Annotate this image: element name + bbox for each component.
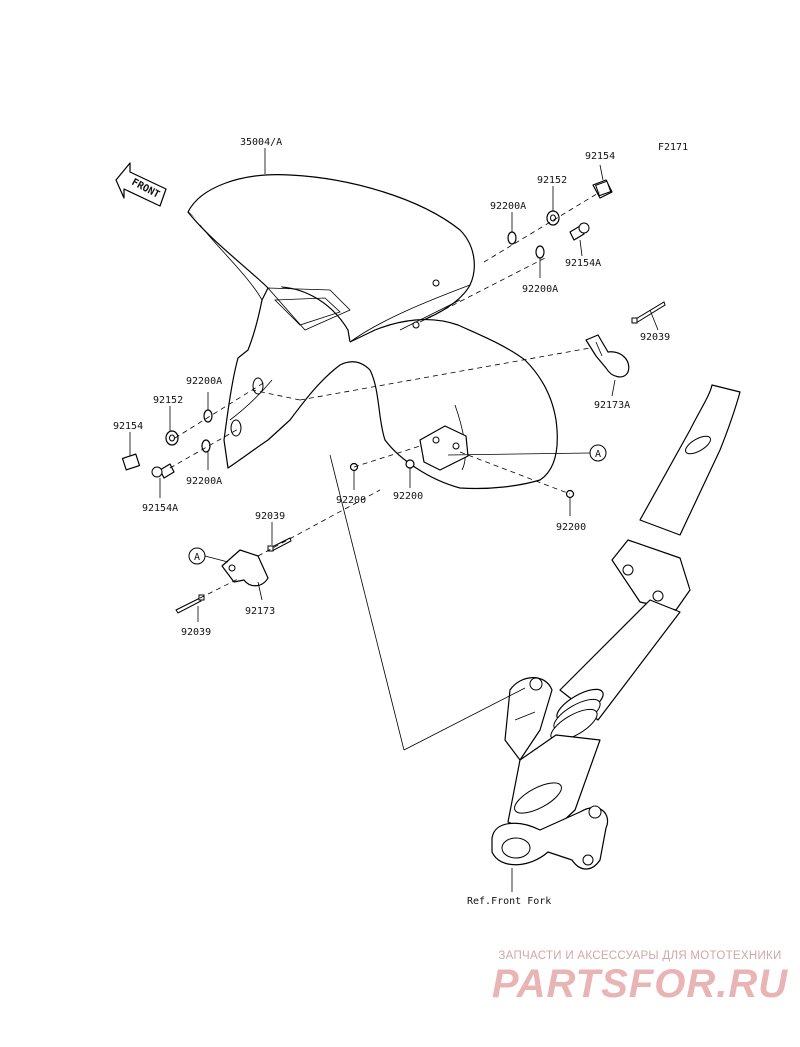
label-92039-upper: 92039 [640, 332, 670, 343]
label-92200a-left-lower: 92200A [186, 476, 222, 487]
label-92154a-right: 92154A [565, 258, 601, 269]
label-92200a-left-upper: 92200A [186, 376, 222, 387]
cable-tie-92039-lower-a [267, 537, 292, 552]
washer-92200a-right-lower [535, 245, 545, 259]
clamp-92173 [221, 549, 269, 587]
label-35004a: 35004/A [240, 137, 282, 148]
bolt-92154-left [121, 453, 141, 471]
diagram-code: F2171 [658, 142, 688, 153]
screw-92154a-right [569, 222, 590, 241]
label-92200-left: 92200 [336, 495, 366, 506]
label-92173a: 92173A [594, 400, 630, 411]
watermark-tagline: ЗАПЧАСТИ И АКСЕССУАРЫ ДЛЯ МОТОТЕХНИКИ [498, 950, 782, 962]
part-labels: F2171 35004/A 92154 92152 92200A 92154A … [113, 137, 688, 907]
washer-92200a-right-upper [507, 231, 517, 245]
washer-92200a-left-lower [201, 439, 211, 453]
alignment-lines [169, 191, 601, 599]
label-92152-left: 92152 [153, 395, 183, 406]
label-92200a-right-upper: 92200A [490, 201, 526, 212]
fender-bracket [419, 425, 469, 471]
front-fender [187, 174, 558, 490]
callout-a-right: A [589, 444, 607, 462]
washer-92200a-left-upper [203, 409, 213, 423]
callout-a-left: A [188, 547, 206, 565]
bolt-92154-right [592, 179, 613, 199]
watermark-logo: PARTSFOR.RU [491, 962, 789, 1006]
label-92200-middle: 92200 [393, 491, 423, 502]
label-92200a-right-lower: 92200A [522, 284, 558, 295]
leader-lines [129, 148, 659, 892]
label-92173: 92173 [245, 606, 275, 617]
nut-92200-middle [405, 459, 415, 469]
label-92154a-left: 92154A [142, 503, 178, 514]
front-direction-arrow: FRONT [115, 162, 167, 207]
label-92039-lower-b: 92039 [181, 627, 211, 638]
label-92154-left: 92154 [113, 421, 143, 432]
collar-92152-left [165, 430, 179, 446]
front-fork [491, 384, 741, 870]
screw-92154a-left [151, 463, 175, 479]
cable-tie-92039-lower-b [175, 594, 205, 614]
callout-a-right-text: A [595, 449, 601, 460]
label-92154-right: 92154 [585, 151, 615, 162]
label-92152-right: 92152 [537, 175, 567, 186]
label-ref-front-fork: Ref.Front Fork [467, 896, 551, 907]
clamp-92173a [585, 334, 630, 378]
callout-a-left-text: A [194, 552, 200, 563]
cable-tie-92039-upper [631, 301, 666, 324]
label-92039-lower-a: 92039 [255, 511, 285, 522]
label-92200-right: 92200 [556, 522, 586, 533]
